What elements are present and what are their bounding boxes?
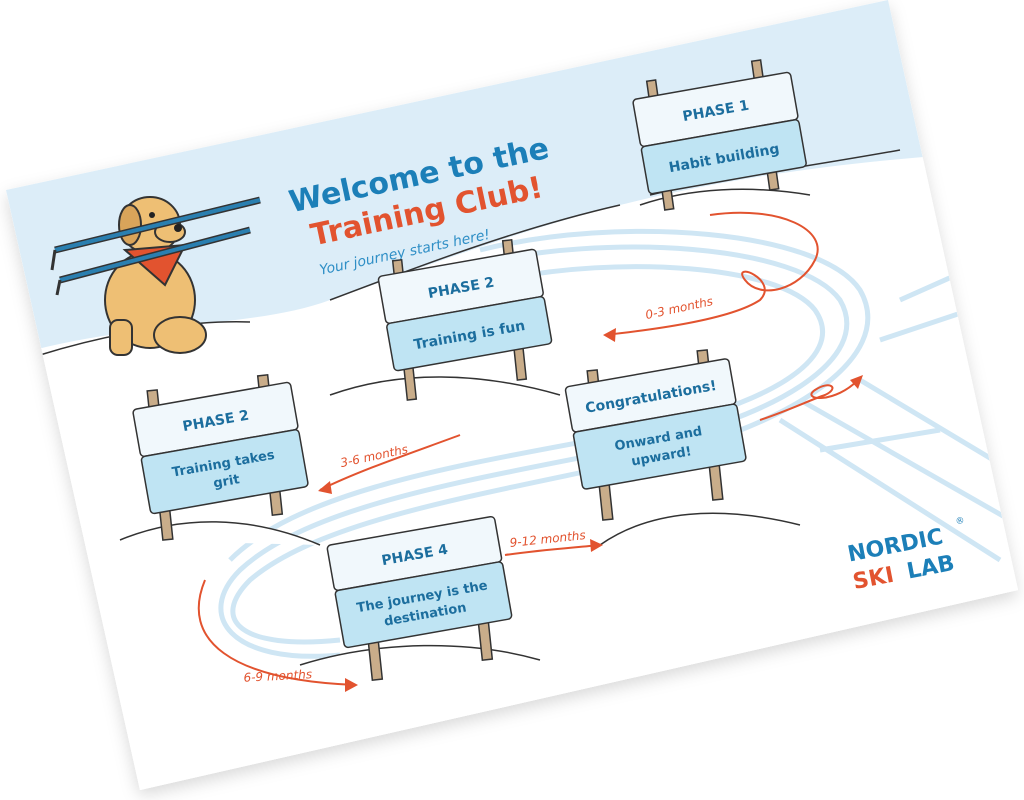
arrow-heads (318, 328, 863, 692)
sign-phase-1: PHASE 1 Habit building (632, 59, 807, 211)
arrow-0-3 (604, 211, 819, 336)
journey-arrows (197, 211, 861, 686)
duration-6-9: 6-9 months (243, 667, 312, 685)
dog-with-ski-poles-icon (50, 196, 261, 356)
sign-phase-4: PHASE 4 The journey is the destination (326, 515, 513, 681)
sign-congratulations: Congratulations! Onward and upward! (564, 349, 747, 521)
logo-mark: ® (955, 516, 966, 528)
arrow-finish (759, 377, 861, 421)
sign-phase-2-fun: PHASE 2 Training is fun (377, 239, 553, 401)
sign-phase-2-grit: PHASE 2 Training takes grit (132, 374, 309, 541)
arrow-3-6 (319, 434, 461, 491)
arrow-6-9 (197, 579, 356, 686)
sign-phase-2-grit-line-2: grit (212, 472, 241, 491)
